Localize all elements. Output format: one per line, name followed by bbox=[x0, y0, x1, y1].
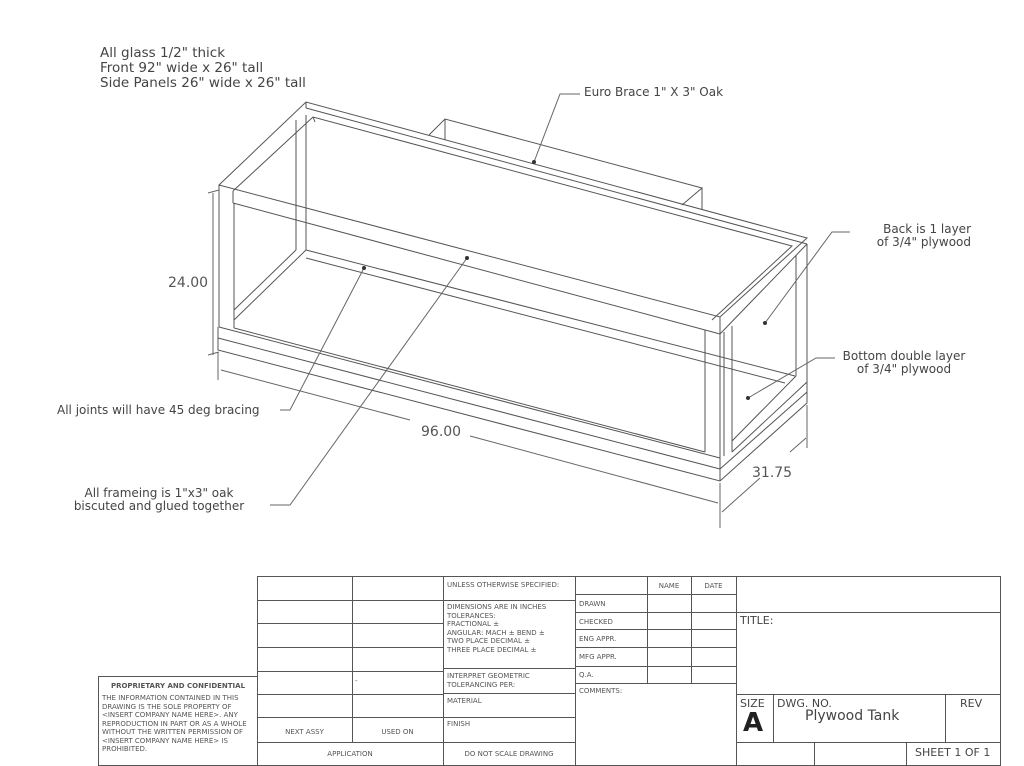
proprietary-text: THE INFORMATION CONTAINED IN THIS DRAWIN… bbox=[102, 694, 247, 754]
back-callout-line1: Back is 1 layer bbox=[883, 222, 971, 236]
checked-label: CHECKED bbox=[579, 618, 613, 626]
framing-callout-line1: All frameing is 1"x3" oak bbox=[84, 486, 234, 500]
dash: - bbox=[355, 677, 358, 685]
interpret-line: INTERPRET GEOMETRIC bbox=[447, 672, 530, 680]
leader-lines bbox=[270, 93, 850, 506]
application-label: APPLICATION bbox=[327, 750, 373, 758]
next-assy-label: NEXT ASSY bbox=[285, 728, 324, 736]
front-frame bbox=[218, 185, 721, 459]
tolerance-line: FRACTIONAL ± bbox=[447, 620, 500, 628]
unless-specified: UNLESS OTHERWISE SPECIFIED: bbox=[447, 581, 560, 589]
note-glass: All glass 1/2" thick bbox=[100, 45, 226, 61]
dwg-no-value: Plywood Tank bbox=[805, 708, 900, 724]
leader-dots bbox=[362, 160, 767, 400]
do-not-scale: DO NOT SCALE DRAWING bbox=[464, 750, 554, 758]
interpret-line: TOLERANCING PER: bbox=[447, 680, 516, 689]
joints-callout: All joints will have 45 deg bracing bbox=[57, 403, 260, 417]
size-value: A bbox=[743, 708, 764, 738]
proprietary-line: <INSERT COMPANY NAME HERE>. ANY bbox=[102, 711, 238, 719]
bottom-callout: Bottom double layer of 3/4" plywood bbox=[837, 350, 971, 376]
depth-dimension: 31.75 bbox=[752, 465, 793, 481]
top-frame bbox=[218, 101, 809, 335]
base bbox=[217, 327, 808, 482]
proprietary-line: <INSERT COMPANY NAME HERE> IS bbox=[102, 736, 228, 745]
back-left-frame bbox=[233, 115, 796, 384]
proprietary-line: DRAWING IS THE SOLE PROPERTY OF bbox=[102, 702, 232, 711]
proprietary-line: REPRODUCTION IN PART OR AS A WHOLE bbox=[102, 719, 247, 728]
proprietary-box: PROPRIETARY AND CONFIDENTIAL THE INFORMA… bbox=[98, 676, 258, 766]
framing-callout: All frameing is 1"x3" oak biscuted and g… bbox=[50, 487, 268, 513]
proprietary-line: THE INFORMATION CONTAINED IN THIS bbox=[102, 694, 239, 702]
tolerance-line: DIMENSIONS ARE IN INCHES bbox=[447, 603, 547, 611]
back-callout: Back is 1 layer of 3/4" plywood bbox=[853, 223, 971, 249]
used-on-label: USED ON bbox=[381, 728, 414, 736]
finish-label: FINISH bbox=[447, 720, 471, 728]
bottom-callout-line1: Bottom double layer bbox=[842, 349, 966, 363]
tolerance-line: THREE PLACE DECIMAL ± bbox=[447, 645, 537, 654]
name-header: NAME bbox=[658, 582, 680, 590]
tolerance-line: TOLERANCES: bbox=[447, 611, 496, 620]
interpret-text: INTERPRET GEOMETRIC TOLERANCING PER: bbox=[447, 672, 530, 689]
proprietary-line: PROHIBITED. bbox=[102, 745, 148, 753]
rev-label: REV bbox=[960, 697, 983, 710]
euro-brace-callout: Euro Brace 1" X 3" Oak bbox=[584, 85, 724, 99]
dwg-no-label: DWG. NO. bbox=[777, 697, 832, 710]
length-dimension: 96.00 bbox=[421, 424, 462, 440]
eng-appr-label: ENG APPR. bbox=[579, 635, 617, 643]
height-dimension: 24.00 bbox=[168, 275, 209, 291]
length-dimension-line bbox=[220, 369, 411, 421]
general-notes: All glass 1/2" thick Front 92" wide x 26… bbox=[100, 46, 306, 91]
size-label: SIZE bbox=[740, 697, 765, 710]
proprietary-title: PROPRIETARY AND CONFIDENTIAL bbox=[110, 682, 246, 690]
note-side: Side Panels 26" wide x 26" tall bbox=[100, 75, 306, 91]
drawn-label: DRAWN bbox=[579, 600, 606, 608]
note-front: Front 92" wide x 26" tall bbox=[100, 60, 264, 76]
back-callout-line2: of 3/4" plywood bbox=[876, 235, 971, 249]
material-label: MATERIAL bbox=[447, 697, 482, 705]
tolerance-line: ANGULAR: MACH ± BEND ± bbox=[447, 628, 545, 637]
dimension-lines bbox=[207, 189, 808, 528]
comments-label: COMMENTS: bbox=[579, 687, 623, 695]
title-label: TITLE: bbox=[740, 614, 774, 627]
right-side-frame bbox=[723, 244, 808, 456]
depth-dimension-line bbox=[721, 477, 761, 513]
framing-callout-line2: biscuted and glued together bbox=[73, 499, 245, 513]
tolerances-text: DIMENSIONS ARE IN INCHES TOLERANCES: FRA… bbox=[447, 603, 546, 654]
date-header: DATE bbox=[704, 582, 723, 590]
qa-label: Q.A. bbox=[579, 671, 594, 679]
bottom-callout-line2: of 3/4" plywood bbox=[856, 362, 952, 376]
tolerance-line: TWO PLACE DECIMAL ± bbox=[447, 637, 530, 645]
mfg-appr-label: MFG APPR. bbox=[579, 653, 617, 661]
sheet-label: SHEET 1 OF 1 bbox=[915, 746, 991, 759]
back-panel bbox=[428, 118, 704, 210]
proprietary-line: WITHOUT THE WRITTEN PERMISSION OF bbox=[102, 728, 244, 736]
